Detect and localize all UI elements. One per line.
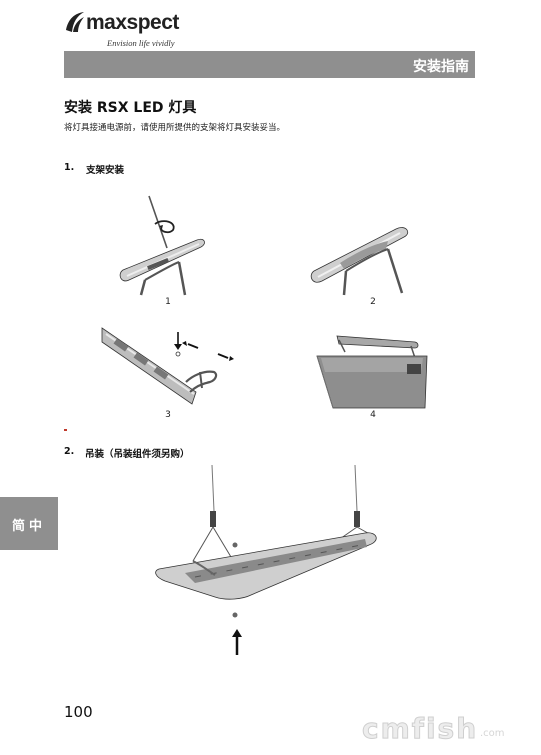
maxspect-logo-icon <box>66 12 84 32</box>
brand-tagline: Envision life vividly <box>107 38 175 48</box>
step-2-number: 2. <box>64 446 75 457</box>
figure-1-illustration <box>119 195 205 296</box>
section-title: 安装 RSX LED 灯具 <box>64 100 197 116</box>
figure-2-illustration <box>310 227 409 296</box>
watermark-suffix: .com <box>480 728 505 739</box>
page-number: 100 <box>64 703 93 721</box>
brand-name: maxspect <box>86 11 179 34</box>
red-mark <box>64 429 67 431</box>
figure-2-caption: 2 <box>370 297 376 307</box>
figure-4-illustration <box>316 335 428 409</box>
language-side-tab: 简中 <box>0 497 58 550</box>
figure-1-caption: 1 <box>165 297 171 307</box>
figure-3-caption: 3 <box>165 410 171 420</box>
intro-text: 将灯具接通电源前，请使用所提供的支架将灯具安装妥当。 <box>64 123 286 133</box>
header-bar: 安装指南 <box>64 51 475 78</box>
figure-4-caption: 4 <box>370 410 376 420</box>
figure-3-illustration <box>101 327 234 405</box>
watermark: cmfish <box>361 712 479 746</box>
language-side-tab-label: 简中 <box>11 519 46 534</box>
header-title: 安装指南 <box>413 59 469 75</box>
hanging-installation-illustration <box>155 465 377 655</box>
step-1-number: 1. <box>64 162 75 173</box>
step-1-title: 支架安装 <box>86 165 125 176</box>
step-2-title: 吊装（吊装组件须另购） <box>85 449 190 460</box>
